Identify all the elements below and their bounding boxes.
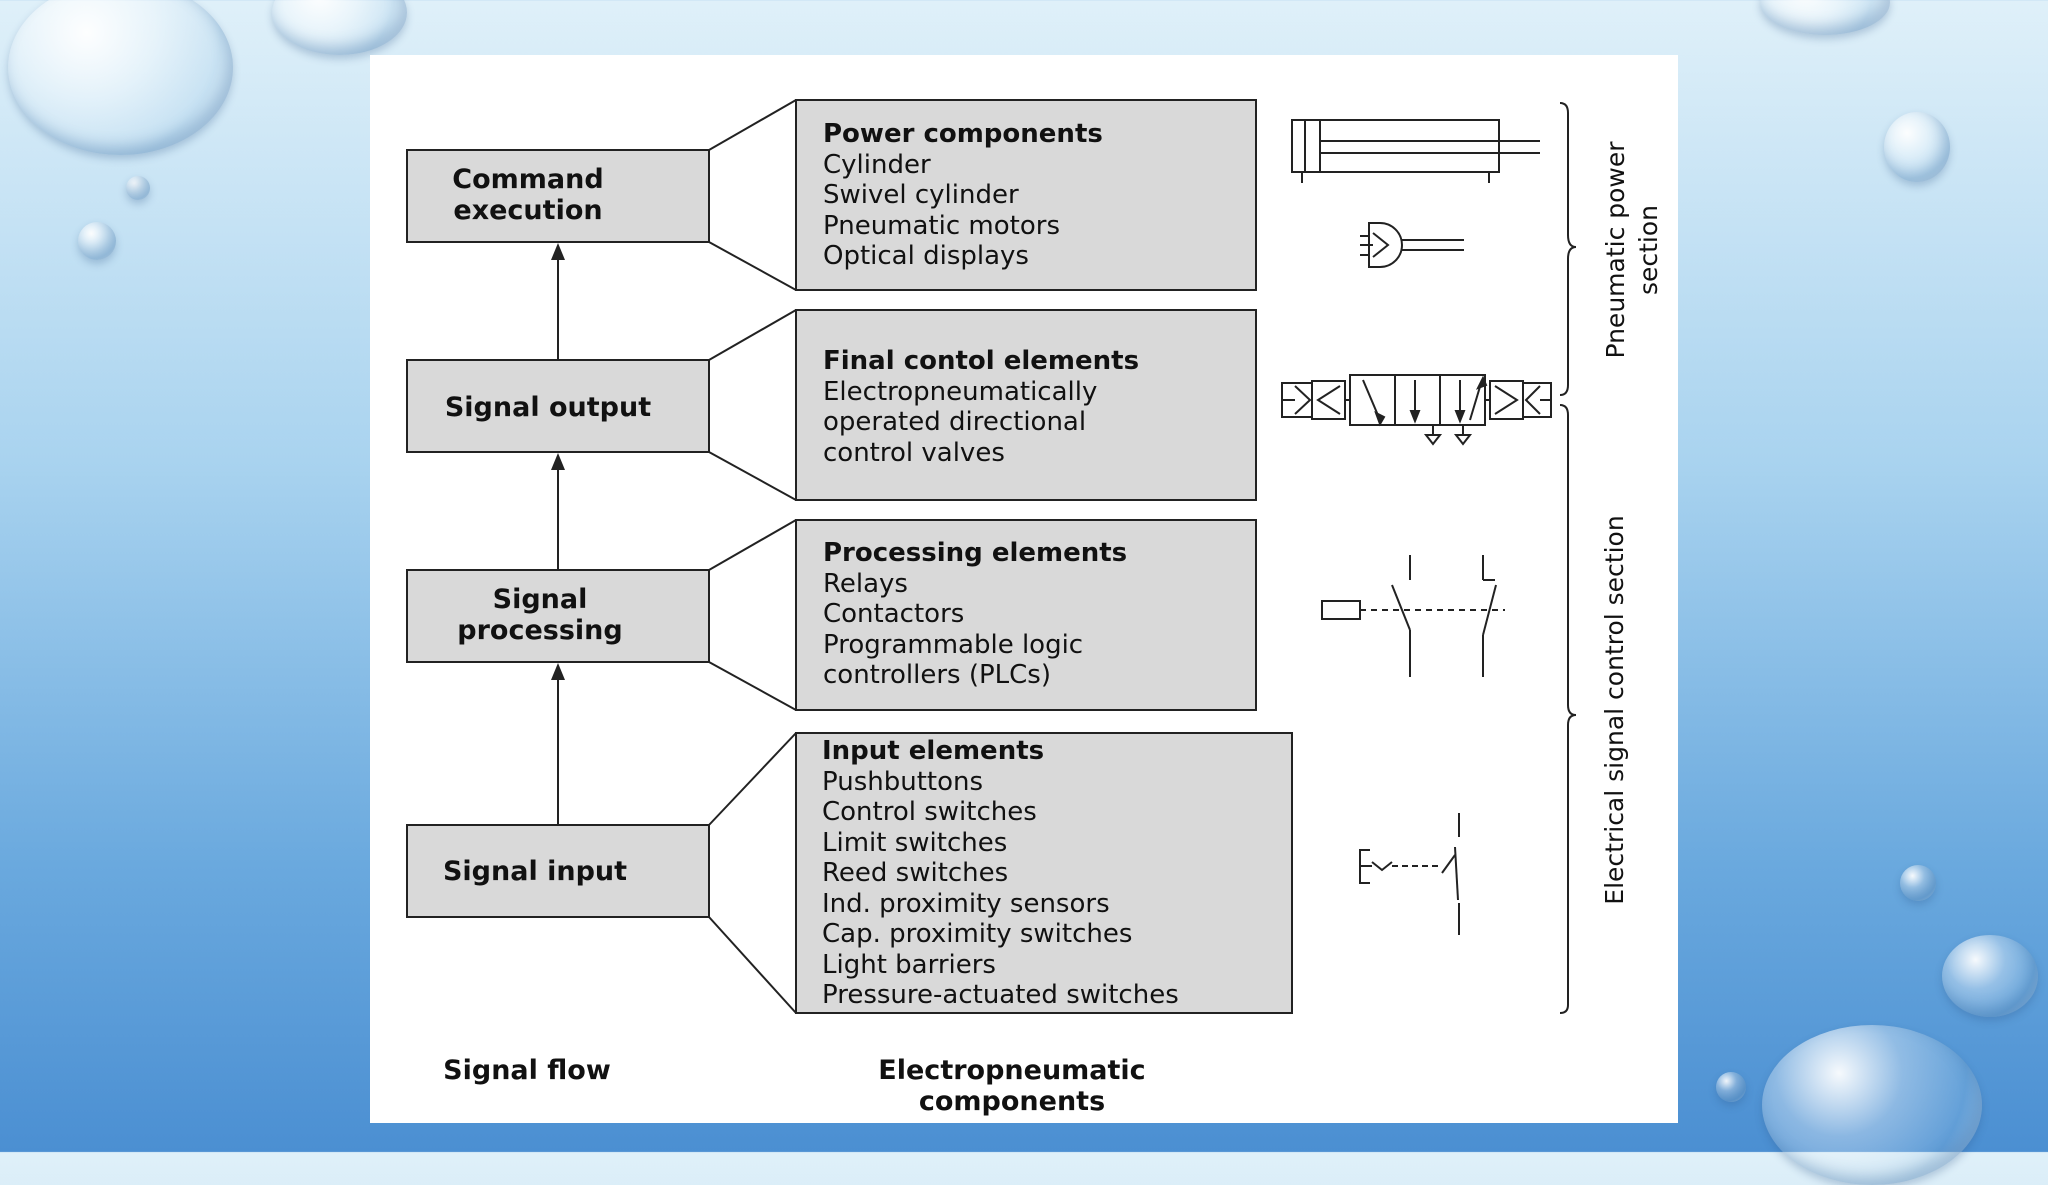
connectors: [708, 99, 797, 1014]
component-box-final-control: Final contol elements Electropneumatical…: [795, 309, 1257, 501]
svg-text:Input elements: Input elements: [822, 736, 1044, 766]
svg-text:Relays: Relays: [823, 569, 908, 599]
directional-valve-symbol: [1281, 374, 1552, 446]
svg-text:Programmable logic: Programmable logic: [823, 630, 1083, 660]
svg-text:Optical displays: Optical displays: [823, 241, 1029, 271]
svg-text:Ind. proximity sensors: Ind. proximity sensors: [822, 889, 1110, 919]
svg-text:Reed switches: Reed switches: [822, 858, 1008, 888]
component-box-power: Power components Cylinder Swivel cylinde…: [795, 99, 1257, 291]
svg-text:Control switches: Control switches: [822, 797, 1037, 827]
pneumatic-section-label: Pneumatic power: [1601, 141, 1630, 359]
svg-text:Command: Command: [452, 164, 603, 195]
water-drop: [8, 0, 233, 155]
water-drop: [78, 222, 116, 260]
flow-block-signal-output: Signal output: [406, 359, 710, 453]
water-drop: [1716, 1072, 1746, 1102]
component-box-processing: Processing elements Relays Contactors Pr…: [795, 519, 1257, 711]
water-drop: [272, 0, 407, 55]
water-drop: [1760, 0, 1890, 35]
electrical-section-brace: [1559, 404, 1577, 1014]
svg-text:Final contol elements: Final contol elements: [823, 346, 1139, 376]
components-label-2: components: [919, 1086, 1105, 1117]
svg-text:Contactors: Contactors: [823, 599, 964, 629]
pneumatic-section-brace: [1559, 102, 1577, 396]
electropneumatic-diagram: Command execution Signal output Signal p…: [406, 99, 1663, 1117]
components-label: Electropneumatic: [878, 1055, 1145, 1086]
svg-text:operated directional: operated directional: [823, 407, 1086, 437]
svg-text:Cylinder: Cylinder: [823, 150, 931, 180]
svg-text:Processing elements: Processing elements: [823, 538, 1127, 568]
water-drop: [1762, 1025, 1982, 1185]
water-drop: [1942, 935, 2038, 1017]
svg-text:Limit switches: Limit switches: [822, 828, 1007, 858]
svg-text:Signal: Signal: [493, 584, 588, 615]
flow-block-signal-input: Signal input: [406, 824, 710, 918]
svg-text:processing: processing: [457, 615, 622, 646]
svg-text:Cap. proximity switches: Cap. proximity switches: [822, 919, 1132, 949]
svg-text:controllers (PLCs): controllers (PLCs): [823, 660, 1051, 690]
component-box-input: Input elements Pushbuttons Control switc…: [795, 732, 1293, 1014]
cylinder-symbol: [1291, 119, 1540, 183]
svg-text:Power components: Power components: [823, 119, 1103, 149]
svg-text:Pneumatic motors: Pneumatic motors: [823, 211, 1060, 241]
svg-text:control valves: control valves: [823, 438, 1005, 468]
swivel-motor-symbol: [1360, 222, 1464, 268]
flow-arrows: [551, 243, 565, 825]
water-drop: [1884, 112, 1950, 182]
pneumatic-section-label-2: section: [1634, 205, 1663, 295]
diagram-panel: Command execution Signal output Signal p…: [370, 55, 1678, 1123]
pushbutton-symbol: [1359, 813, 1460, 935]
svg-text:Light barriers: Light barriers: [822, 950, 996, 980]
relay-contact-symbol: [1321, 555, 1505, 677]
svg-text:Signal input: Signal input: [443, 856, 627, 887]
water-drop: [1900, 865, 1936, 901]
svg-text:Swivel cylinder: Swivel cylinder: [823, 180, 1019, 210]
svg-text:Pushbuttons: Pushbuttons: [822, 767, 983, 797]
svg-text:Pressure-actuated switches: Pressure-actuated switches: [822, 980, 1179, 1010]
svg-text:execution: execution: [453, 195, 602, 226]
svg-text:Electropneumatically: Electropneumatically: [823, 377, 1097, 407]
electrical-section-label: Electrical signal control section: [1600, 515, 1629, 904]
svg-text:Signal output: Signal output: [445, 392, 651, 423]
water-drop: [126, 176, 150, 200]
flow-block-command-execution: Command execution: [406, 149, 710, 243]
flow-block-signal-processing: Signal processing: [406, 569, 710, 663]
signal-flow-label: Signal flow: [443, 1055, 611, 1086]
